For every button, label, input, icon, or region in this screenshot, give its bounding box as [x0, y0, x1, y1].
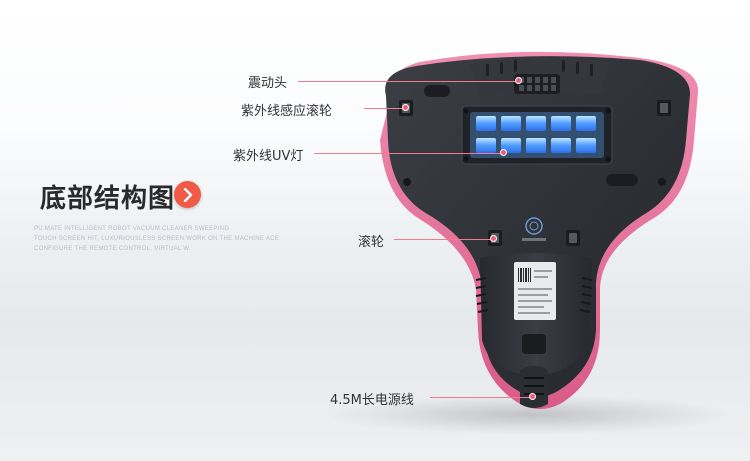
- description-line: PU MATE INTELLIGENT ROBOT VACUUM CLEANER…: [34, 226, 230, 232]
- callout-line: [430, 397, 532, 398]
- body-screws: [403, 178, 666, 186]
- callout-uv-sensor-wheel: 紫外线感应滚轮: [241, 104, 333, 119]
- cord-grip: [522, 334, 546, 354]
- callout-uv-lamp: 紫外线UV灯: [233, 149, 304, 164]
- uv-lamp-bay: [461, 105, 613, 165]
- roller-right: [566, 230, 580, 246]
- sensor-oval-left: [424, 85, 450, 97]
- chevron-right-icon: [183, 187, 192, 202]
- label-text-lines: [518, 270, 552, 314]
- section-description: PU MATE INTELLIGENT ROBOT VACUUM CLEANER…: [34, 224, 282, 254]
- next-button[interactable]: [174, 181, 201, 208]
- callout-power-cord: 4.5M长电源线: [330, 393, 414, 408]
- uv-lamp-cells: [476, 116, 596, 153]
- description-line: TOUCH SCREEN HIT, LUXURIOUSLESS SCREEN W…: [34, 236, 282, 242]
- callout-dot: [515, 77, 522, 84]
- callout-line: [298, 81, 519, 82]
- callout-dot: [402, 104, 409, 111]
- label-barcode: [518, 268, 531, 282]
- wheel-upper-right: [657, 100, 671, 116]
- small-print: [522, 238, 546, 241]
- section-title: 底部结构图: [40, 184, 176, 214]
- sensor-oval-right: [606, 174, 638, 186]
- callout-line: [314, 153, 504, 154]
- callout-dot: [500, 149, 507, 156]
- callout-line: [364, 108, 406, 109]
- vibration-head: [514, 74, 560, 94]
- handle-vents-right: [579, 277, 593, 313]
- ccc-mark-icon: [525, 217, 543, 235]
- top-vent-slots: [486, 60, 593, 76]
- description-line: CONFIGURE THE REMOTE CONTROL, VIRTUAL W.: [34, 246, 191, 252]
- callout-roller: 滚轮: [358, 235, 385, 250]
- callout-dot: [529, 393, 536, 400]
- handle-vents-left: [475, 277, 489, 313]
- bay-screws: [463, 108, 611, 162]
- callout-line: [394, 239, 494, 240]
- callout-vibration-head: 震动头: [248, 76, 288, 91]
- vibration-pins: [519, 77, 556, 91]
- callout-dot: [490, 235, 497, 242]
